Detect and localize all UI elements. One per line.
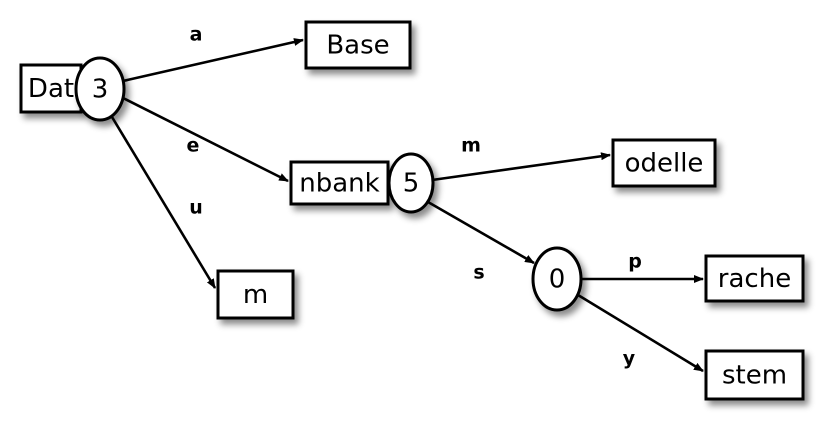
edge-label-m: m: [461, 135, 481, 157]
edge-s3-to-n2: [122, 96, 289, 183]
edges-layer: [110, 38, 704, 373]
node-label-n0: Dat: [28, 74, 74, 104]
edge-s3-to-n3: [110, 116, 217, 289]
edge-label-a: a: [190, 24, 203, 46]
node-n1[interactable]: Base: [304, 20, 412, 70]
node-box-n6[interactable]: [704, 349, 805, 401]
node-label-s5: 5: [403, 169, 420, 199]
node-label-n4: odelle: [625, 149, 704, 179]
edge-label-y: y: [623, 348, 636, 370]
node-n4[interactable]: odelle: [611, 138, 717, 188]
node-box-n1[interactable]: [304, 20, 412, 70]
edge-label-e: e: [187, 135, 200, 157]
nodes-layer: Dat 3 Base nbank 5 m odelle 0 rache stem: [19, 20, 805, 401]
node-ellipse-s5[interactable]: [387, 152, 435, 214]
edge-label-s: s: [473, 262, 484, 284]
node-label-n1: Base: [326, 31, 389, 61]
node-s0[interactable]: 0: [531, 246, 583, 312]
node-ellipse-s3[interactable]: [74, 56, 126, 122]
node-box-n0[interactable]: [19, 63, 83, 114]
edge-s5-to-n4: [431, 152, 611, 182]
edge-s0-to-n6: [577, 293, 704, 373]
node-label-n2: nbank: [299, 169, 379, 199]
node-s5[interactable]: 5: [387, 152, 435, 214]
node-box-n4[interactable]: [611, 138, 717, 188]
node-box-n3[interactable]: [216, 269, 295, 320]
node-n0[interactable]: Dat: [19, 63, 83, 114]
node-label-n5: rache: [718, 264, 791, 294]
node-label-n3: m: [243, 280, 268, 310]
edge-labels-layer: a e u m s p y: [187, 24, 642, 370]
edge-label-u: u: [189, 197, 203, 219]
edge-label-p: p: [628, 251, 642, 273]
node-ellipse-s0[interactable]: [531, 246, 583, 312]
node-n5[interactable]: rache: [704, 254, 805, 303]
node-label-s3: 3: [92, 75, 109, 105]
edge-s3-to-n1: [122, 38, 304, 83]
node-box-n2[interactable]: [289, 160, 390, 206]
node-s3[interactable]: 3: [74, 56, 126, 122]
node-label-s0: 0: [549, 265, 566, 295]
node-n3[interactable]: m: [216, 269, 295, 320]
node-box-n5[interactable]: [704, 254, 805, 303]
edge-s5-to-s0: [427, 200, 535, 265]
node-n6[interactable]: stem: [704, 349, 805, 401]
node-n2[interactable]: nbank: [289, 160, 390, 206]
node-label-n6: stem: [722, 361, 787, 391]
